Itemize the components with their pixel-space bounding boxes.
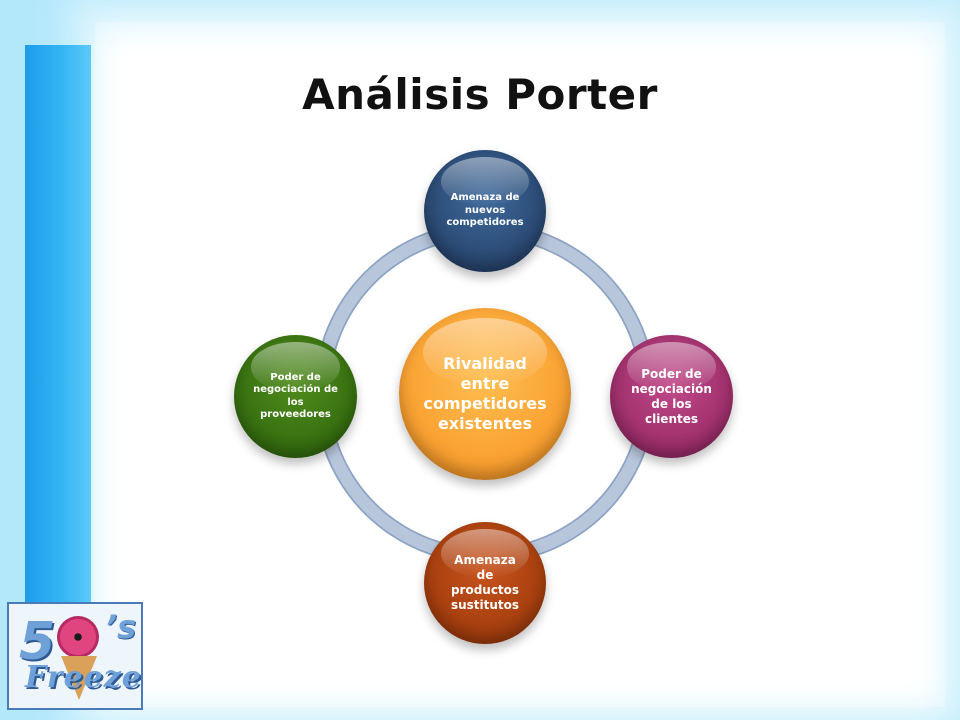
ice-cream-donut-logo-icon: 5 ’s Freeze — [7, 602, 143, 710]
logo-donut-shape — [57, 616, 99, 658]
logo-cone-shape — [61, 656, 97, 700]
node-substitutes: Amenaza de productos sustitutos — [424, 522, 546, 644]
node-supplier-power: Poder de negociación de los proveedores — [234, 335, 357, 458]
side-accent-bar — [25, 45, 91, 615]
node-supplier-power-label: Poder de negociación de los proveedores — [253, 371, 338, 421]
node-new-entrants: Amenaza de nuevos competidores — [424, 150, 546, 272]
logo-five-glyph: 5 — [19, 612, 56, 672]
page-title: Análisis Porter — [302, 70, 658, 119]
node-new-entrants-label: Amenaza de nuevos competidores — [446, 192, 524, 229]
logo-word-freeze: Freeze — [25, 660, 142, 695]
node-rivalry-center-label: Rivalidad entre competidores existentes — [423, 354, 547, 433]
node-rivalry-center: Rivalidad entre competidores existentes — [399, 308, 571, 480]
node-buyer-power: Poder de negociación de los clientes — [610, 335, 733, 458]
node-substitutes-label: Amenaza de productos sustitutos — [450, 553, 520, 612]
logo-apostrophe-s: ’s — [105, 608, 137, 646]
node-buyer-power-label: Poder de negociación de los clientes — [631, 366, 712, 426]
